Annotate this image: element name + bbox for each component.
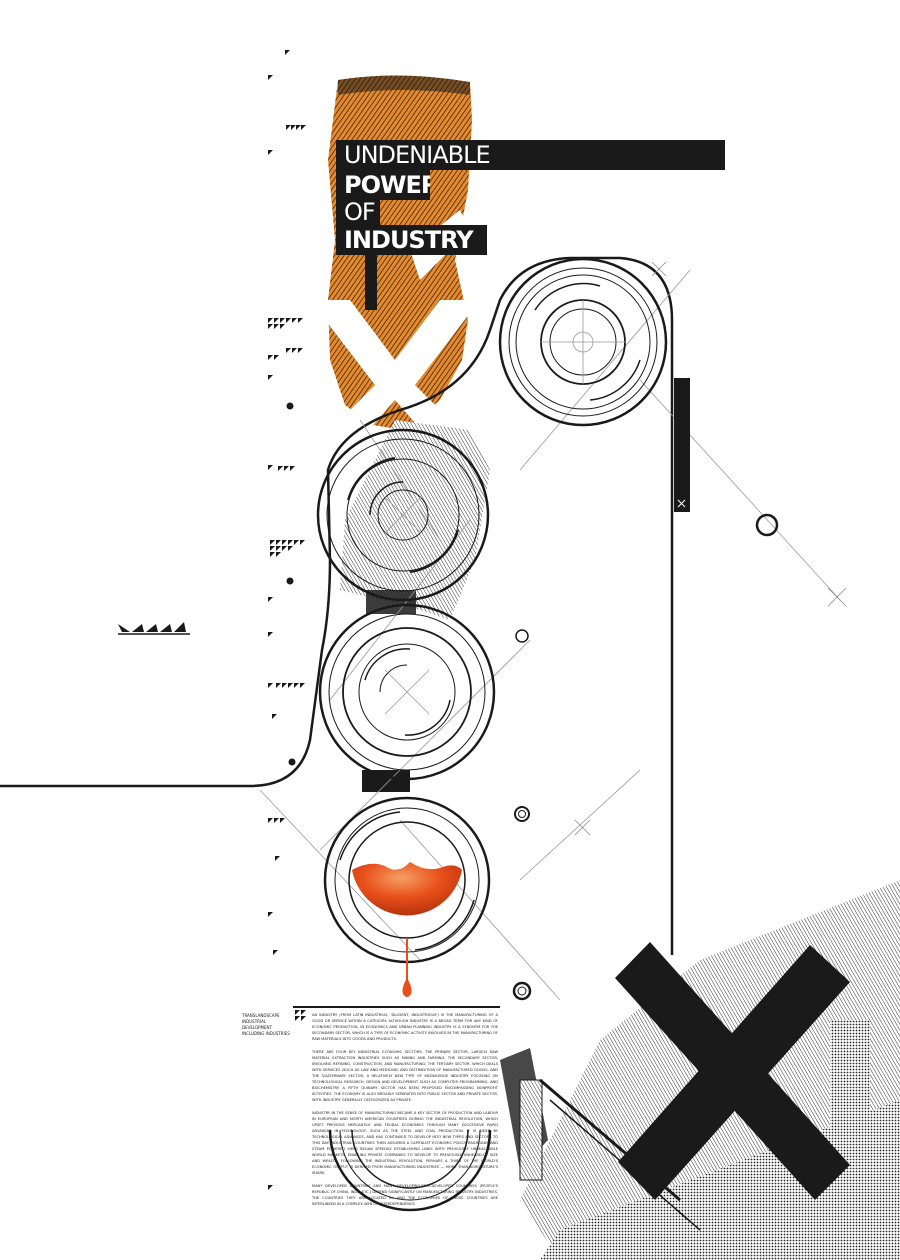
body-copy: AN INDUSTRY (FROM LATIN INDUSTRIUS, 'DIL… [312, 1012, 498, 1214]
x-cross-icon [615, 942, 850, 1200]
ring-accents [512, 513, 779, 1001]
cross-markers [574, 261, 847, 836]
wheel-4 [323, 796, 491, 997]
wheel-2 [316, 428, 490, 602]
wheel-1 [498, 257, 668, 427]
close-icon [677, 499, 686, 508]
molten-liquid [352, 862, 462, 916]
oil-drop-icon [402, 978, 412, 997]
side-label-line-1: TRANSLANDSCAPE [242, 1013, 280, 1018]
bottom-arcs [328, 1129, 492, 1212]
headline-line-4: INDUSTRY [336, 225, 487, 255]
tower-illustration [340, 420, 490, 792]
wheel-3 [318, 603, 496, 781]
side-label-line-2: INDUSTRIAL DEVELOPMENT [242, 1019, 272, 1030]
white-x-mark [310, 300, 480, 440]
vertical-marker [674, 378, 690, 512]
node-dots [286, 402, 296, 766]
guide-lines [259, 269, 841, 1001]
body-paragraph-4: MANY DEVELOPED COUNTRIES AND MANY DEVELO… [312, 1184, 498, 1206]
side-label-line-3: INCLUDING INDUSTRIES [242, 1031, 290, 1036]
headline-line-1: UNDENIABLE [336, 140, 725, 170]
zigzag-logo [118, 622, 190, 635]
headline-line-2: POWER [336, 170, 430, 200]
body-paragraph-3: INDUSTRY IN THE SENSE OF MANUFACTURING B… [312, 1111, 498, 1175]
belt-line [0, 256, 674, 955]
body-paragraph-1: AN INDUSTRY (FROM LATIN INDUSTRIUS, 'DIL… [312, 1013, 498, 1041]
headline-line-3: OF [336, 197, 380, 227]
side-label: TRANSLANDSCAPE INDUSTRIAL DEVELOPMENT IN… [242, 1013, 292, 1037]
body-paragraph-2: THERE ARE FOUR KEY INDUSTRIAL ECONOMIC S… [312, 1050, 498, 1102]
